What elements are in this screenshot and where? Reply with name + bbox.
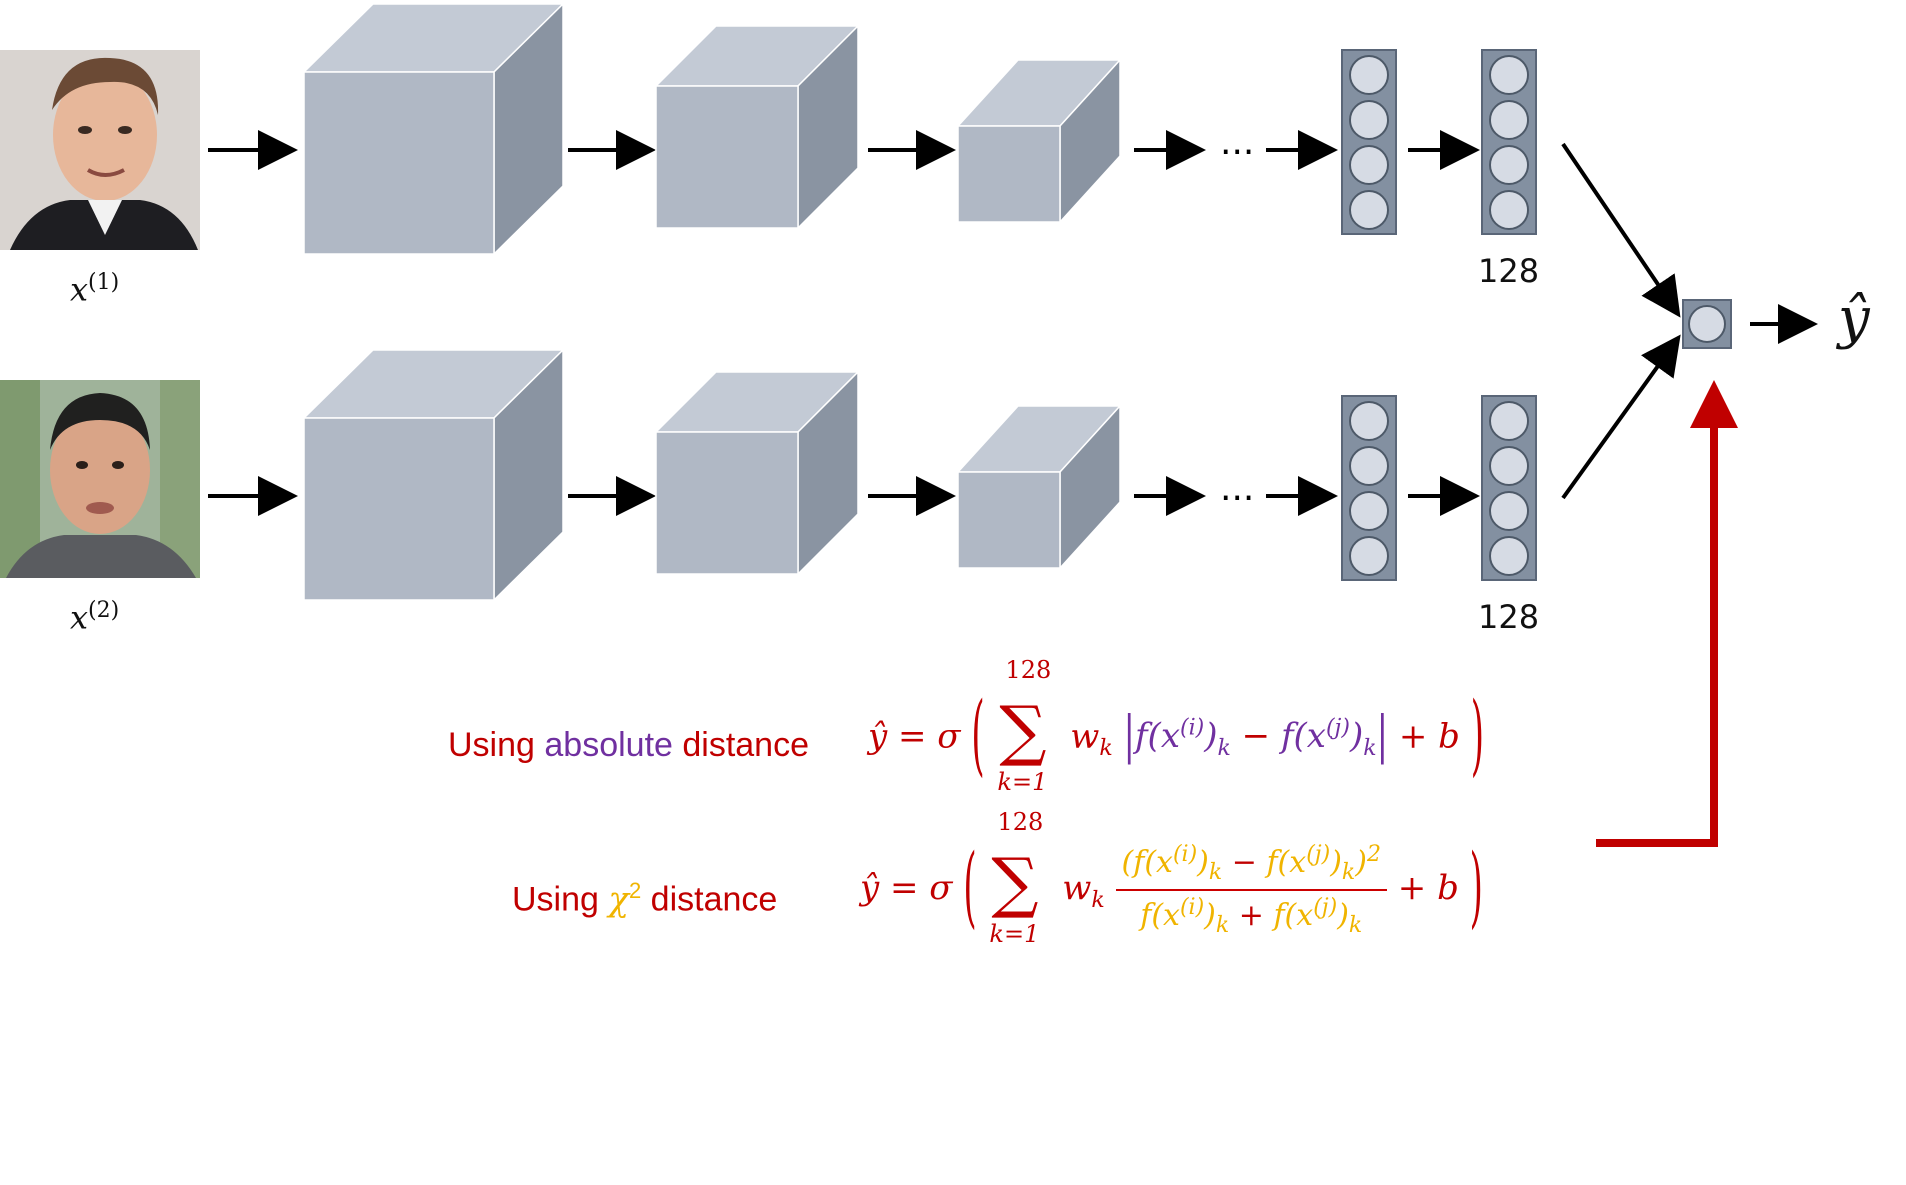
sum-symbol-abs: 128 ∑ k=1 bbox=[997, 656, 1052, 797]
input-photo-2 bbox=[0, 380, 200, 578]
abs-term: |f(x(i))k − f(x(j))k| bbox=[1123, 706, 1389, 767]
formula-chi-label: Using χ2 distance bbox=[512, 878, 778, 920]
chi-denominator: f(x(i))k + f(x(j))k bbox=[1140, 895, 1363, 938]
embedding-layer-1 bbox=[1481, 49, 1537, 235]
conv-block-2b bbox=[654, 370, 860, 576]
embedding-size-label-1: 128 bbox=[1478, 252, 1540, 290]
row-2 bbox=[0, 348, 1537, 602]
formula-abs: ŷ = σ ( 128 ∑ k=1 wk |f(x(i))k − f(x(j))… bbox=[868, 656, 1484, 797]
output-neuron bbox=[1682, 299, 1732, 349]
input-label-2: x(2) bbox=[70, 598, 120, 637]
input-photo-1 bbox=[0, 50, 200, 250]
sum-symbol-chi: 128 ∑ k=1 bbox=[989, 808, 1044, 948]
ellipsis-row-1: ... bbox=[1220, 122, 1255, 163]
embedding-layer-2 bbox=[1481, 395, 1537, 581]
embedding-size-label-2: 128 bbox=[1478, 598, 1540, 636]
conv-block-2a bbox=[654, 24, 860, 230]
conv-block-3a bbox=[956, 58, 1122, 224]
chi-numerator: (f(x(i))k − f(x(j))k)2 bbox=[1115, 842, 1387, 891]
formula-abs-label: Using absolute distance bbox=[448, 726, 810, 764]
chi-fraction: (f(x(i))k − f(x(j))k)2 f(x(i))k + f(x(j)… bbox=[1115, 842, 1387, 938]
formula-chi: ŷ = σ ( 128 ∑ k=1 wk (f(x(i))k − f(x(j))… bbox=[860, 808, 1483, 948]
conv-block-1a bbox=[302, 2, 565, 256]
arrow-merge-bottom bbox=[1561, 334, 1681, 500]
conv-block-1b bbox=[302, 348, 565, 602]
fc-layer-1b bbox=[1341, 395, 1397, 581]
formula-to-output-arrow bbox=[1596, 380, 1738, 847]
ellipsis-row-2: ... bbox=[1220, 468, 1255, 509]
conv-block-3b bbox=[956, 404, 1122, 570]
output-label: ŷ bbox=[1838, 286, 1870, 351]
input-label-1: x(1) bbox=[70, 270, 120, 309]
fc-layer-1a bbox=[1341, 49, 1397, 235]
row-1 bbox=[0, 2, 1537, 256]
arrow-merge-top bbox=[1561, 142, 1681, 318]
